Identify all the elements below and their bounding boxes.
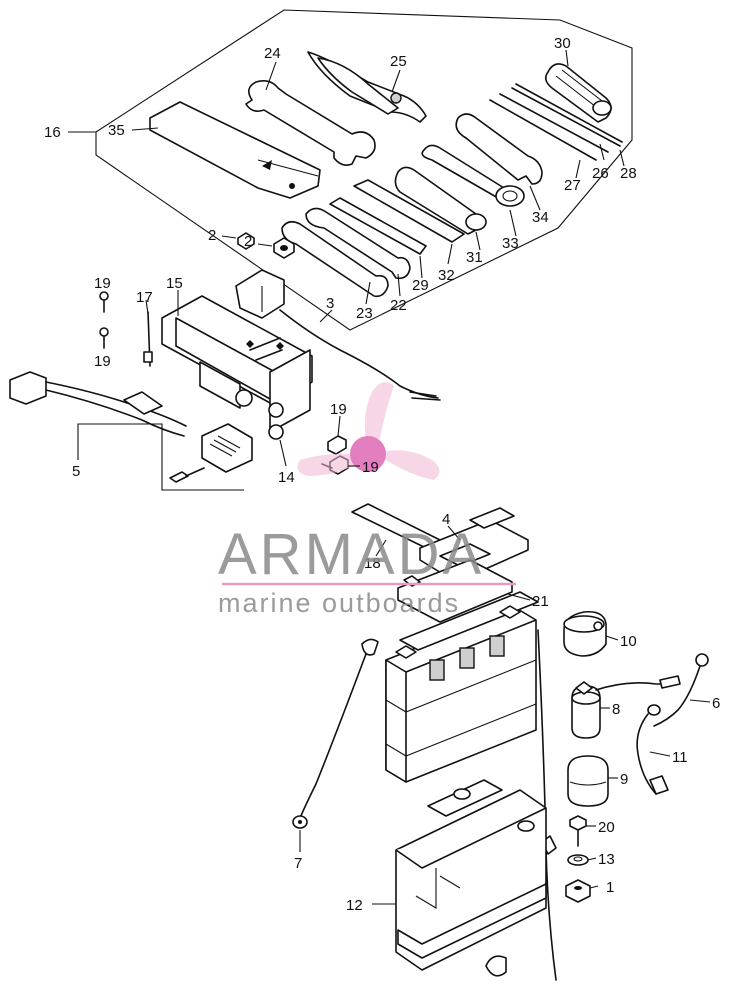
callout-6: 6 [712,695,720,712]
spanner-34 [455,113,543,185]
callout-27: 27 [564,177,581,194]
callout-labels: 16 35 24 25 30 26 27 28 34 33 31 32 29 2… [44,35,720,914]
callout-11: 11 [672,749,688,766]
callout-14: 14 [278,469,295,486]
tool-bag [149,101,321,199]
starter-cable [653,653,709,727]
screwdriver-set [489,83,623,161]
relay-cap [563,610,607,657]
callout-30: 30 [554,35,571,52]
callout-16: 16 [44,124,61,141]
bolt-19-c [327,435,347,455]
callout-13: 13 [598,851,615,868]
callout-2-lower: 2 [208,227,216,244]
callout-32: 32 [438,267,455,284]
callout-4: 4 [442,511,450,528]
callout-20: 20 [598,819,615,836]
callout-29: 29 [412,277,429,294]
flat-bar [353,179,465,243]
callout-24: 24 [264,45,281,62]
callout-25: 25 [390,53,407,70]
cable-11 [636,704,669,795]
bolt-19-b [99,327,109,349]
callout-19-b: 19 [94,353,111,370]
relay-boot [567,755,609,807]
watermark-logo-icon [297,382,440,480]
callout-19-d: 19 [362,459,379,476]
tool-kit-outline [95,9,633,331]
callout-3: 3 [326,295,334,312]
callout-18: 18 [364,555,381,572]
callout-21: 21 [532,593,549,610]
callout-1: 1 [606,879,614,896]
watermark-brand: ARMADA [218,522,484,587]
callout-15: 15 [166,275,183,292]
wrench-22 [305,207,411,280]
callout-8: 8 [612,701,620,718]
battery [385,591,539,783]
callout-5: 5 [72,463,80,480]
fuse-connector [235,269,441,401]
driver-handle [544,63,612,123]
callout-23: 23 [356,305,373,322]
leader-lines [68,49,711,905]
nut-2-upper [273,237,295,259]
wrench-24 [245,80,376,166]
callout-28: 28 [620,165,637,182]
callout-22: 22 [390,297,407,314]
box-wrench [394,166,487,235]
strap [143,311,153,367]
callout-19-a: 19 [94,275,111,292]
pliers [307,51,427,123]
callout-17: 17 [136,289,153,306]
starter-relay [571,675,681,739]
watermark-tagline: marine outboards [218,588,460,618]
callout-2-upper: 2 [244,233,252,250]
callout-10: 10 [620,633,637,650]
rod [329,197,427,255]
battery-cover [419,507,529,583]
relay-assembly [161,295,313,440]
callout-31: 31 [466,249,483,266]
callout-19-c: 19 [330,401,347,418]
callout-26: 26 [592,165,609,182]
nut-1 [565,879,591,903]
watermark: ARMADA marine outboards [218,522,516,618]
washer-13 [567,854,589,866]
callout-34: 34 [532,209,549,226]
nut-2-lower [237,232,255,250]
callout-12: 12 [346,897,363,914]
callout-33: 33 [502,235,519,252]
battery-cable-negative [292,638,379,829]
ring-wrench [421,144,525,207]
bolt-20 [569,815,587,847]
regulator-harness [9,371,253,483]
bolt-19-a [99,291,109,313]
callout-7: 7 [294,855,302,872]
battery-case [395,779,547,977]
callout-9: 9 [620,771,628,788]
callout-35: 35 [108,122,125,139]
